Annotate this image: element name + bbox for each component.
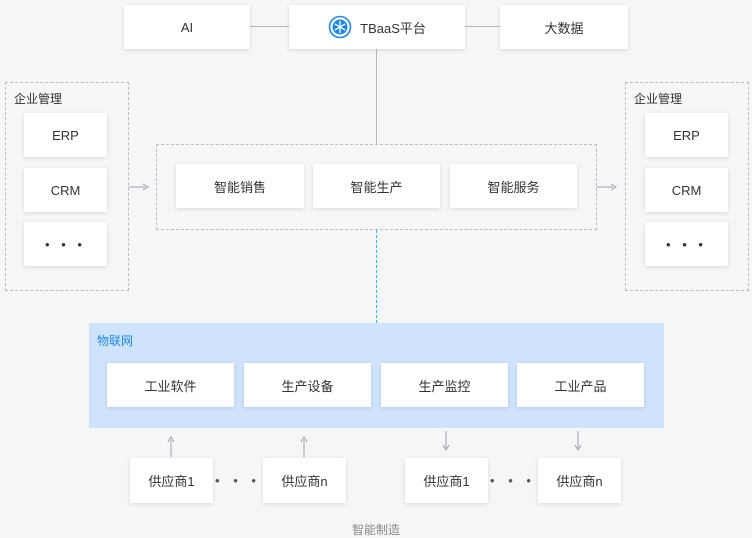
ai-box[interactable]: AI (124, 5, 250, 49)
industrial-software-label: 工业软件 (144, 378, 197, 394)
industrial-software-box[interactable]: 工业软件 (107, 363, 234, 407)
snowflake-logo-icon (328, 15, 352, 39)
left-crm-box[interactable]: CRM (24, 168, 107, 212)
smart-sales-label: 智能销售 (213, 179, 266, 195)
left-supplier-n-box[interactable]: 供应商n (263, 458, 346, 503)
bigdata-label: 大数据 (544, 20, 584, 36)
right-supplier-1-box[interactable]: 供应商1 (405, 458, 488, 503)
left-crm-label: CRM (50, 182, 81, 198)
arrow-up-icon (300, 436, 308, 457)
arrow-right-icon (129, 183, 149, 191)
production-monitoring-box[interactable]: 生产监控 (381, 363, 508, 407)
left-supplier-dots: • • • (215, 473, 261, 488)
left-more-box[interactable]: • • • (24, 222, 107, 266)
right-supplier-n-label: 供应商n (556, 474, 603, 489)
smart-sales-box[interactable]: 智能销售 (176, 164, 304, 208)
arrow-down-icon (442, 431, 450, 451)
ai-label: AI (180, 19, 194, 35)
tbaas-platform-box[interactable]: TBaaS平台 (289, 5, 465, 49)
left-group-title: 企业管理 (14, 92, 63, 106)
smart-service-label: 智能服务 (487, 179, 540, 195)
right-supplier-dots: • • • (490, 473, 536, 488)
industrial-products-label: 工业产品 (554, 378, 607, 394)
right-erp-label: ERP (673, 127, 700, 143)
right-crm-box[interactable]: CRM (645, 168, 728, 212)
smart-business-group (156, 144, 597, 230)
left-supplier-1-label: 供应商1 (148, 474, 195, 489)
left-erp-label: ERP (52, 127, 79, 143)
right-crm-label: CRM (671, 182, 702, 198)
right-more-box[interactable]: • • • (645, 222, 728, 266)
right-erp-box[interactable]: ERP (645, 113, 728, 157)
left-supplier-1-box[interactable]: 供应商1 (130, 458, 213, 503)
right-group-title: 企业管理 (634, 92, 683, 106)
right-supplier-n-box[interactable]: 供应商n (538, 458, 621, 503)
left-more-label: • • • (45, 236, 86, 252)
smart-production-box[interactable]: 智能生产 (313, 164, 440, 208)
arrow-right-icon (597, 183, 617, 191)
right-more-label: • • • (666, 236, 707, 252)
diagram-caption: 智能制造 (351, 523, 400, 537)
right-supplier-1-label: 供应商1 (423, 474, 470, 489)
production-equipment-box[interactable]: 生产设备 (244, 363, 371, 407)
bigdata-box[interactable]: 大数据 (500, 5, 628, 49)
left-erp-box[interactable]: ERP (24, 113, 107, 157)
industrial-products-box[interactable]: 工业产品 (517, 363, 644, 407)
left-enterprise-group (5, 82, 129, 291)
iot-connector-line (376, 230, 377, 323)
smart-production-label: 智能生产 (350, 179, 403, 195)
production-equipment-label: 生产设备 (281, 378, 334, 394)
arrow-up-icon (167, 436, 175, 457)
arrow-down-icon (574, 431, 582, 451)
left-supplier-n-label: 供应商n (281, 474, 328, 489)
right-enterprise-group (625, 82, 749, 291)
iot-title: 物联网 (97, 334, 134, 348)
platform-label: TBaaS平台 (360, 20, 426, 36)
platform-down-connector (376, 49, 377, 144)
production-monitoring-label: 生产监控 (418, 378, 471, 394)
smart-service-box[interactable]: 智能服务 (450, 164, 577, 208)
